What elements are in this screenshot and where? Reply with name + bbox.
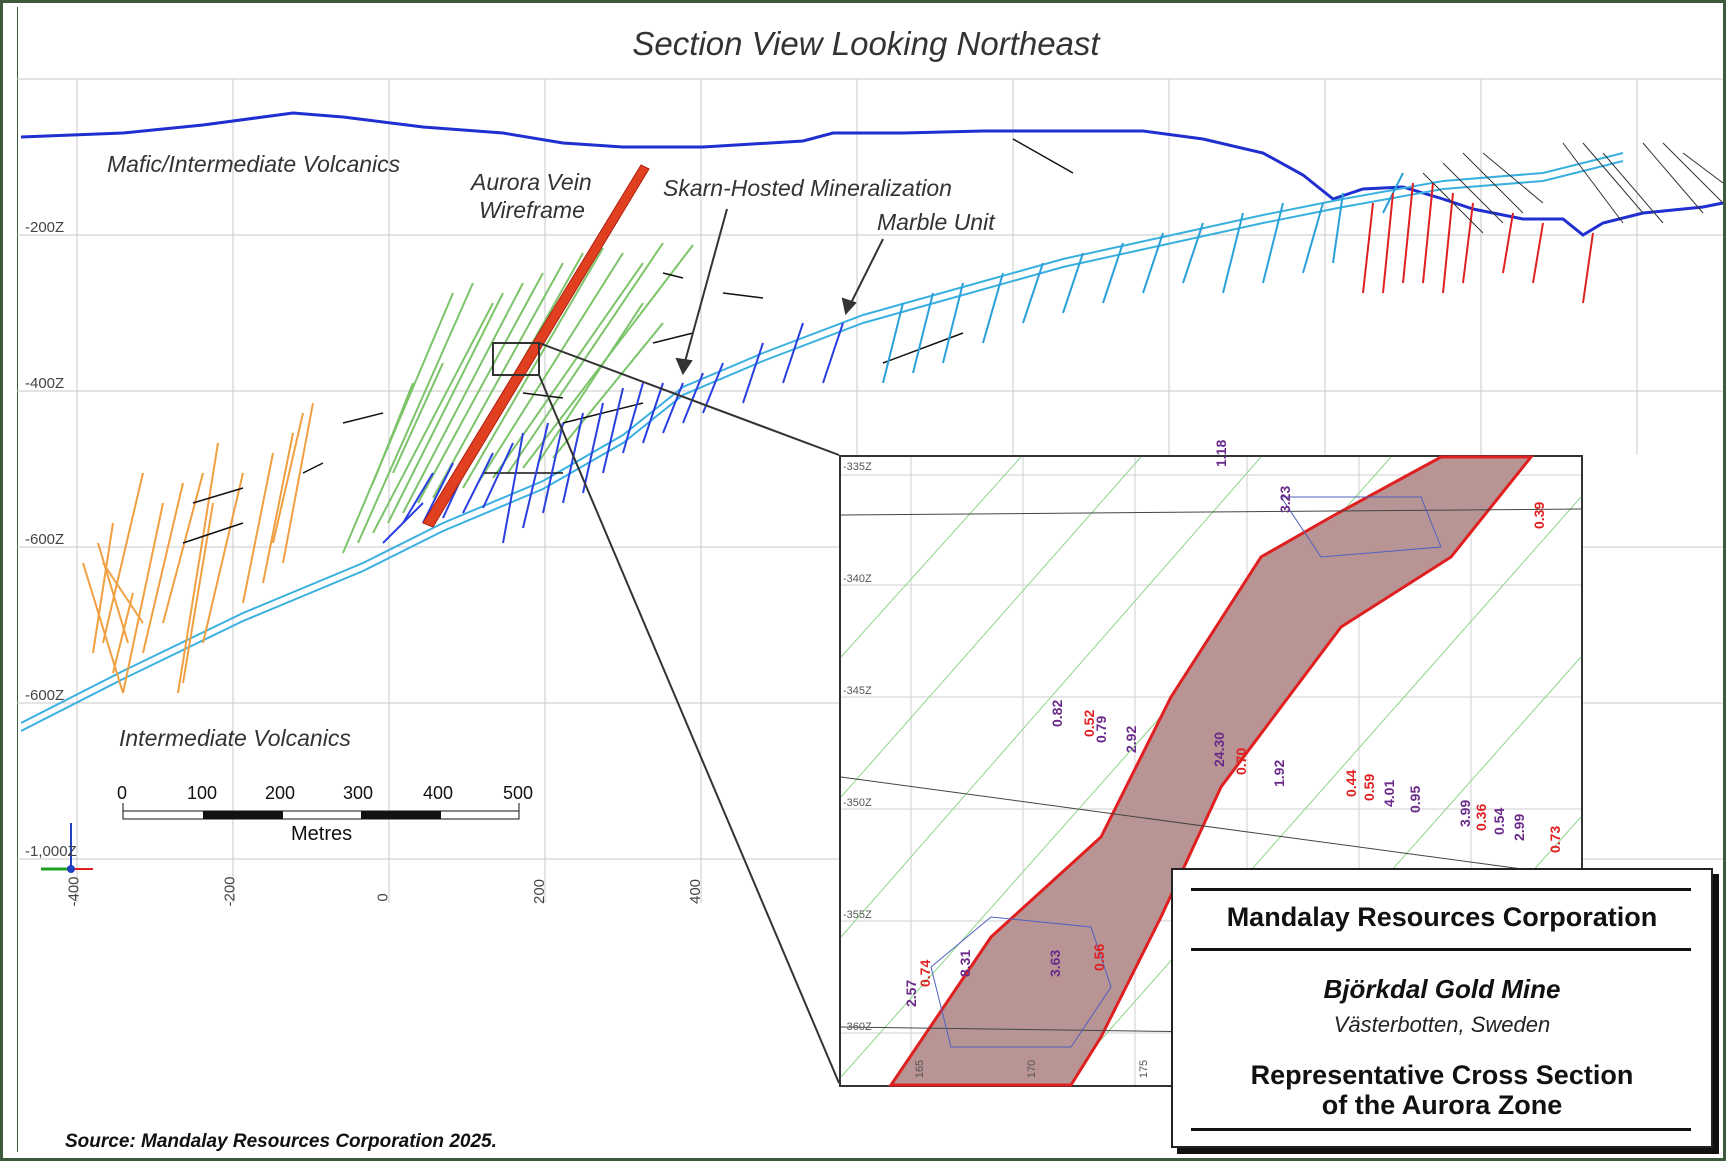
- z-level-label: -600Z: [25, 531, 65, 548]
- figure-title: Section View Looking Northeast: [632, 25, 1100, 62]
- inset-z-label: -360Z: [843, 1021, 872, 1033]
- cyan-drill-holes: [882, 172, 1404, 384]
- orange-drill-holes: [82, 402, 314, 694]
- z-level-label: -400Z: [25, 375, 65, 392]
- assay-value: 2.92: [1123, 725, 1139, 753]
- inset-z-label: -340Z: [843, 573, 872, 585]
- label-aurora-vein: Aurora Vein: [471, 169, 592, 195]
- assay-value: 1.92: [1271, 759, 1287, 787]
- topography-line: [20, 111, 1724, 237]
- zoom-line-bottom: [538, 374, 840, 1084]
- assay-value: 0.79: [1093, 715, 1109, 743]
- assay-value: 3.23: [1277, 485, 1293, 513]
- inset-z-label: -345Z: [843, 685, 872, 697]
- assay-value: 0.82: [1049, 699, 1065, 727]
- label-mafic-volcanics: Mafic/Intermediate Volcanics: [107, 151, 401, 177]
- inset-z-label: -355Z: [843, 909, 872, 921]
- section-title: Representative Cross Section of the Auro…: [1173, 1060, 1711, 1120]
- x-tick-label: 200: [531, 878, 549, 905]
- x-tick-label: -200: [221, 876, 239, 907]
- assay-value: 8.31: [957, 949, 973, 977]
- inset-x-tick: 170: [1026, 1059, 1039, 1079]
- scale-tick-label: 400: [423, 783, 454, 803]
- assay-value: 1.18: [1213, 439, 1229, 467]
- scale-bar: [122, 803, 520, 820]
- inset-z-label: -350Z: [843, 797, 872, 809]
- assay-value: 0.56: [1091, 943, 1107, 971]
- assay-value: 2.57: [903, 979, 919, 1007]
- scale-tick-label: 300: [343, 783, 374, 803]
- assay-value: 24.30: [1211, 731, 1227, 767]
- inset-blue-outline: [930, 916, 1112, 1048]
- assay-value: 0.39: [1531, 501, 1547, 529]
- inset-blue-outline-top: [1280, 496, 1442, 558]
- assay-value: 0.73: [1547, 825, 1563, 853]
- assay-value: 0.54: [1491, 807, 1507, 835]
- title-block: Mandalay Resources Corporation Björkdal …: [1171, 868, 1713, 1148]
- section-title-line2: of the Aurora Zone: [1321, 1090, 1563, 1120]
- inset-z-label: -335Z: [843, 461, 872, 473]
- inset-x-tick: 175: [1138, 1059, 1151, 1079]
- scale-tick-label: 500: [503, 783, 534, 803]
- assay-value: 0.36: [1473, 803, 1489, 831]
- assay-value: 0.74: [917, 959, 933, 987]
- source-note: Source: Mandalay Resources Corporation 2…: [65, 1131, 497, 1152]
- label-marble: Marble Unit: [877, 209, 995, 235]
- title-block-rule: [1191, 888, 1691, 891]
- assay-value: 0.59: [1361, 773, 1377, 801]
- mine-location: Västerbotten, Sweden: [1333, 1012, 1551, 1037]
- axis-indicator-icon: [41, 823, 93, 873]
- scale-unit-label: Metres: [291, 823, 353, 845]
- z-level-label: -600Z: [25, 687, 65, 704]
- marble-unit: [20, 152, 1624, 732]
- label-wireframe: Wireframe: [479, 197, 585, 223]
- callout-arrows: [675, 208, 884, 376]
- scale-tick-label: 100: [187, 783, 218, 803]
- title-block-rule: [1191, 1128, 1691, 1131]
- red-drill-holes: [1362, 182, 1594, 304]
- label-skarn: Skarn-Hosted Mineralization: [663, 175, 952, 201]
- scale-tick-label: 200: [265, 783, 296, 803]
- assay-value: 3.63: [1047, 949, 1063, 977]
- mine-name: Björkdal Gold Mine: [1323, 974, 1561, 1004]
- x-tick-label: 0: [374, 893, 392, 902]
- z-level-label: -1,000Z: [25, 843, 77, 860]
- section-title-line1: Representative Cross Section: [1250, 1060, 1634, 1090]
- x-tick-label: -400: [65, 876, 83, 907]
- inner-border: [17, 7, 1730, 1152]
- assay-value: 0.70: [1233, 747, 1249, 775]
- label-intermediate-volcanics: Intermediate Volcanics: [119, 725, 351, 751]
- x-tick-label: 400: [687, 878, 705, 905]
- hatched-drill-holes: [1422, 142, 1724, 234]
- assay-value: 0.95: [1407, 785, 1423, 813]
- assay-value: 2.99: [1511, 813, 1527, 841]
- z-level-label: -200Z: [25, 219, 65, 236]
- green-drill-holes: [342, 242, 694, 554]
- title-block-rule: [1191, 948, 1691, 951]
- black-drill-traces: [182, 138, 1074, 544]
- company-name: Mandalay Resources Corporation: [1226, 902, 1658, 932]
- assay-value: 3.99: [1457, 799, 1473, 827]
- assay-value: 0.44: [1343, 769, 1359, 797]
- zoom-box: [492, 342, 540, 376]
- inset-vein-zone: [888, 455, 1535, 1087]
- zoom-line-top: [538, 342, 840, 456]
- aurora-vein-wireframe: [422, 164, 650, 528]
- assay-value: 4.01: [1381, 779, 1397, 807]
- inset-x-tick: 165: [914, 1059, 927, 1079]
- scale-tick-label: 0: [117, 783, 128, 803]
